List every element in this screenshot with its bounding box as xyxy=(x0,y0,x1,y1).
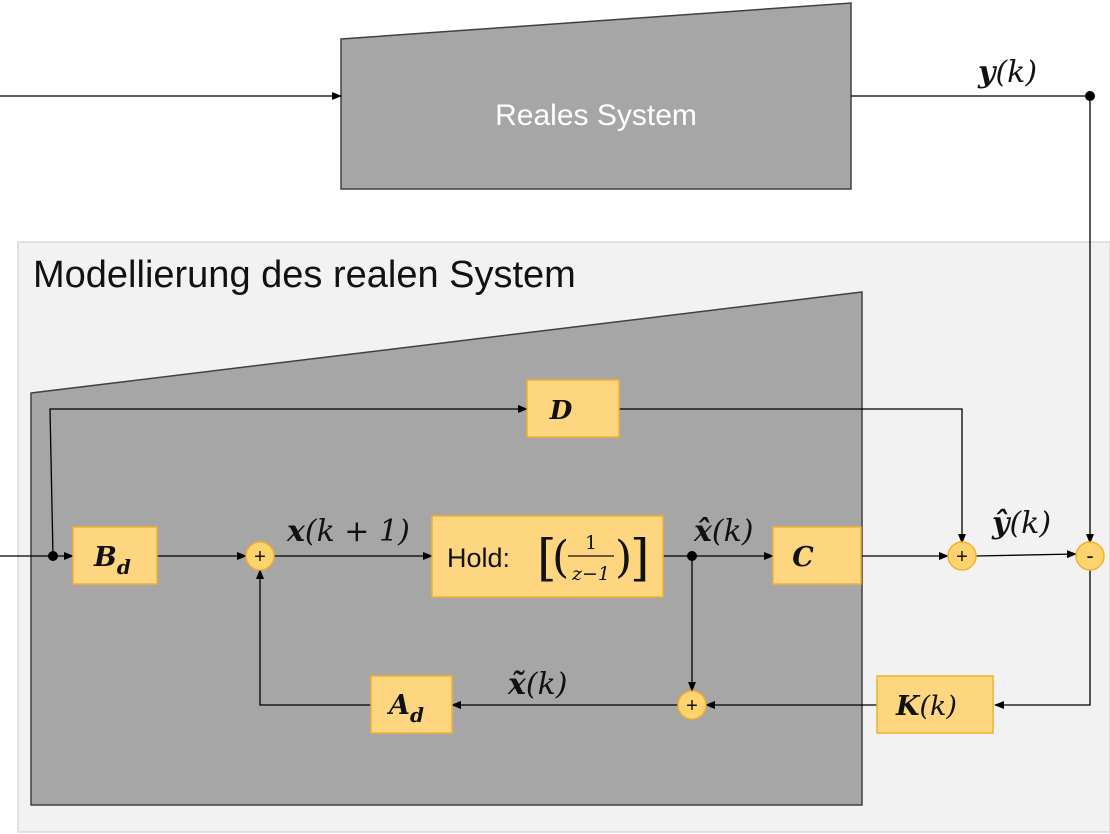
block-bd: Bd xyxy=(72,526,158,585)
wire-sum4-to-k xyxy=(994,570,1091,709)
svg-text:Ad: Ad xyxy=(386,690,424,727)
real-system-block xyxy=(340,2,852,190)
block-k-letter: K xyxy=(895,691,921,722)
summer-3: + xyxy=(947,541,977,571)
junction-xhat xyxy=(687,551,697,561)
block-d-label: D xyxy=(549,396,573,426)
svg-text:K(k): K(k) xyxy=(895,691,957,722)
wire-sum3-to-sum4 xyxy=(975,550,1077,559)
wire-d-to-sum3 xyxy=(619,408,966,544)
block-ad-letter: A xyxy=(386,690,410,721)
block-hold: Hold: [ ( 1 z−1 ) ] xyxy=(431,515,664,598)
summer-4: - xyxy=(1075,541,1105,571)
svg-text:): ) xyxy=(615,532,632,583)
signal-xhat-label: x̂(k) xyxy=(693,514,753,549)
block-hold-den: z−1 xyxy=(571,563,610,585)
block-d: D xyxy=(526,379,620,438)
junction-input xyxy=(48,551,58,561)
block-hold-prefix: Hold: xyxy=(447,543,510,573)
signal-xtilde-label: x̃(k) xyxy=(507,667,567,702)
wire-ad-to-sum1 xyxy=(256,569,371,706)
block-k: K(k) xyxy=(876,675,994,734)
wire-input-to-d xyxy=(49,405,528,557)
block-k-arg: (k) xyxy=(919,691,956,722)
svg-text:-: - xyxy=(1086,543,1093,568)
block-hold-num: 1 xyxy=(585,532,597,554)
svg-text:Bd: Bd xyxy=(93,542,131,579)
svg-text:+: + xyxy=(956,546,968,568)
block-bd-letter: B xyxy=(93,542,117,573)
svg-text:[: [ xyxy=(537,529,557,587)
model-region-title: Modellierung des realen System xyxy=(33,254,576,296)
block-ad-sub: d xyxy=(410,703,424,727)
junction-y xyxy=(1085,91,1095,101)
summer-2: + xyxy=(677,690,707,720)
signal-xnext-label: x(k + 1) xyxy=(286,514,410,549)
block-c-label: C xyxy=(792,542,814,573)
block-c: C xyxy=(772,526,862,585)
summer-1: + xyxy=(245,541,275,571)
signal-yhat-label: ŷ(k) xyxy=(991,506,1051,541)
block-bd-sub: d xyxy=(117,555,131,579)
svg-text:+: + xyxy=(254,546,266,568)
svg-text:]: ] xyxy=(630,529,650,587)
block-ad: Ad xyxy=(370,675,453,734)
signal-y-label: y(k) xyxy=(977,55,1037,90)
svg-text:+: + xyxy=(686,695,698,717)
real-system-label: Reales System xyxy=(495,99,697,132)
svg-text:(: ( xyxy=(552,532,569,583)
